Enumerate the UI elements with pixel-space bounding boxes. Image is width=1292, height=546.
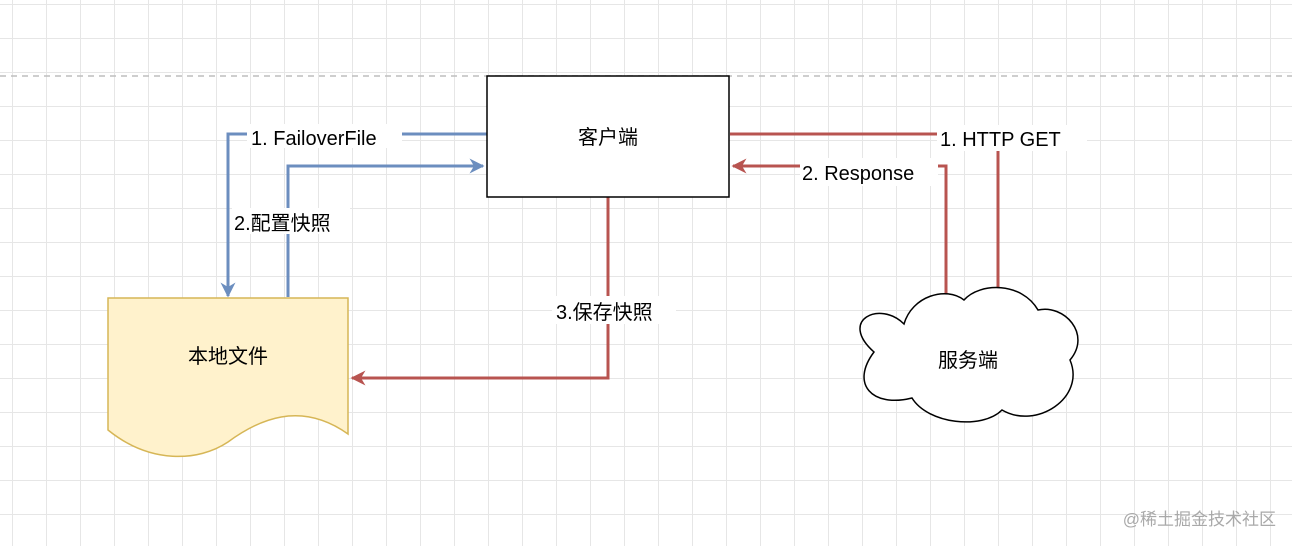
node-local-file[interactable]: 本地文件: [107, 297, 349, 458]
response-label: 2. Response: [802, 163, 914, 185]
server-label: 服务端: [938, 349, 998, 372]
edge-config-snapshot[interactable]: [286, 158, 485, 297]
client-label: 客户端: [578, 126, 638, 149]
response-label-bg: [800, 158, 938, 186]
local-file-shape[interactable]: [107, 297, 349, 458]
edge-save-snapshot[interactable]: [350, 197, 610, 386]
client-box[interactable]: [486, 75, 730, 198]
watermark-text: @稀土掘金技术社区: [1123, 510, 1276, 529]
local-file-label: 本地文件: [188, 345, 268, 368]
http-get-label: 1. HTTP GET: [940, 129, 1061, 151]
failover-label: 1. FailoverFile: [251, 128, 377, 150]
node-client[interactable]: 客户端: [486, 75, 730, 198]
failover-label-bg: [247, 124, 402, 148]
server-cloud-shape[interactable]: [859, 286, 1079, 423]
http-label-bg: [937, 125, 1087, 151]
save-label-bg: [552, 296, 676, 324]
config-snapshot-label: 2.配置快照: [234, 212, 331, 235]
config-label-bg: [232, 208, 350, 234]
save-snapshot-label: 3.保存快照: [556, 301, 653, 324]
node-server[interactable]: 服务端: [859, 286, 1079, 423]
